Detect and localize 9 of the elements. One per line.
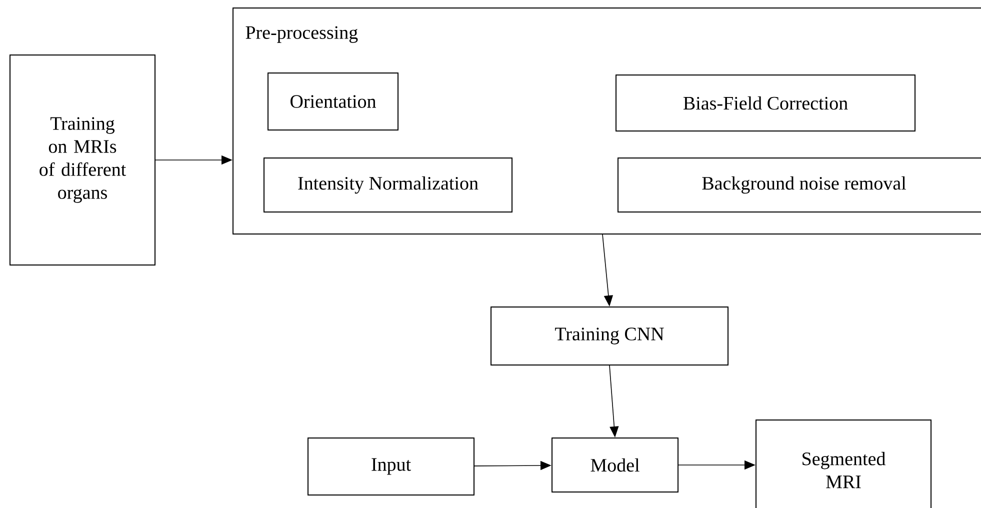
- process-box: Bias-Field Correction: [616, 74, 916, 132]
- process-box: Intensity Normalization: [264, 158, 512, 212]
- process-box: Segmented MRI: [756, 420, 932, 508]
- process-box: Background noise removal: [618, 158, 981, 212]
- process-box: Input: [308, 438, 474, 496]
- process-box: Training on MRIs of different organs: [10, 54, 156, 266]
- process-box: Orientation: [268, 72, 398, 130]
- process-box: Training CNN: [490, 306, 728, 366]
- process-box: Model: [552, 438, 679, 492]
